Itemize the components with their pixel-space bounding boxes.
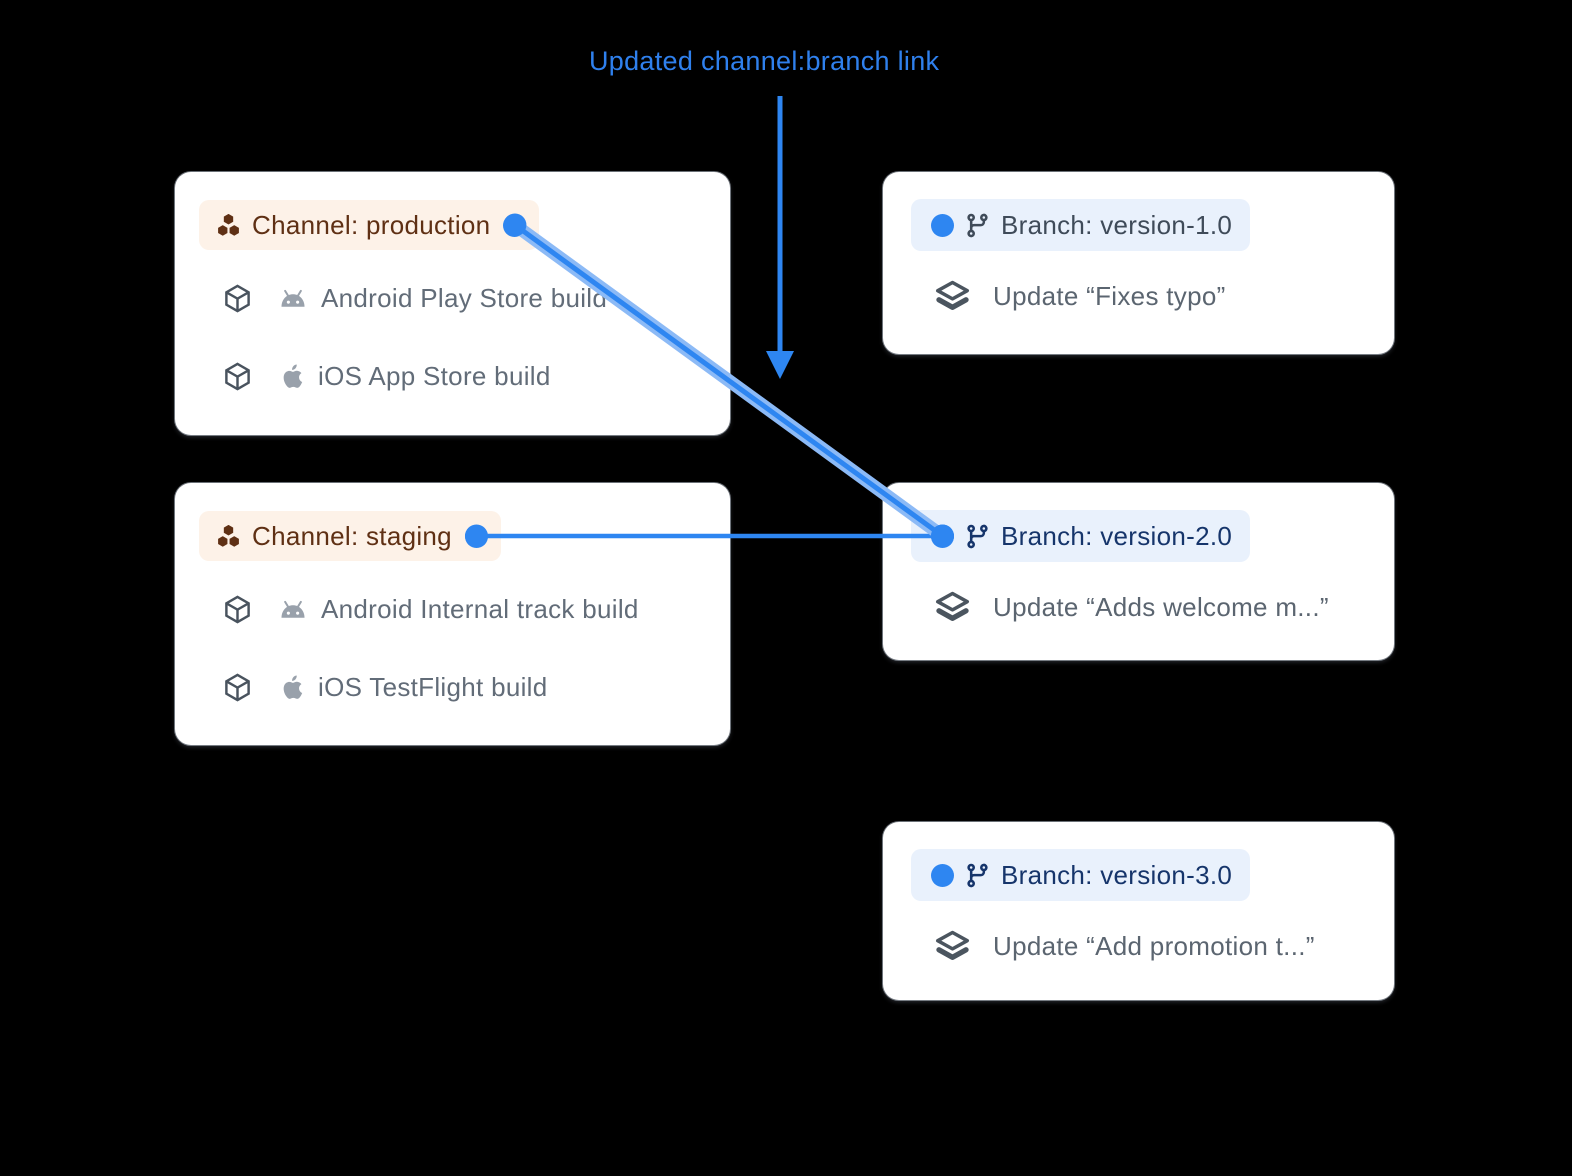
git-branch-icon bbox=[964, 212, 991, 239]
android-icon bbox=[278, 598, 308, 621]
connector-dot-version-2 bbox=[931, 524, 954, 548]
branch-pill-version-3: Branch: version-3.0 bbox=[911, 849, 1251, 901]
channel-label: Channel: staging bbox=[252, 520, 452, 551]
git-branch-icon bbox=[964, 523, 991, 550]
branch-pill-version-2: Branch: version-2.0 bbox=[911, 510, 1251, 562]
update-row: Update “Adds welcome m...” bbox=[933, 586, 1366, 628]
apple-icon bbox=[278, 672, 305, 702]
connector-dot-production bbox=[503, 213, 527, 237]
android-icon bbox=[278, 287, 308, 310]
build-label: Android Play Store build bbox=[321, 282, 608, 313]
branch-pill-version-1: Branch: version-1.0 bbox=[911, 199, 1251, 251]
annotation-arrow bbox=[766, 96, 794, 379]
channel-pill-production: Channel: production bbox=[199, 200, 540, 250]
branch-label: Branch: version-2.0 bbox=[1001, 520, 1233, 551]
channel-label: Channel: production bbox=[252, 209, 491, 240]
channel-stack-icon bbox=[215, 212, 242, 239]
branch-card-version-3: Branch: version-3.0 Update “Add promotio… bbox=[883, 822, 1394, 1000]
build-row: iOS TestFlight build bbox=[222, 667, 706, 707]
branch-label: Branch: version-3.0 bbox=[1001, 859, 1233, 890]
build-row: Android Play Store build bbox=[222, 278, 706, 318]
package-icon bbox=[222, 283, 253, 314]
channel-card-staging: Channel: staging Android bbox=[175, 483, 730, 745]
update-row: Update “Fixes typo” bbox=[933, 275, 1366, 317]
update-label: Update “Fixes typo” bbox=[993, 280, 1226, 311]
package-icon bbox=[222, 594, 253, 625]
branch-label: Branch: version-1.0 bbox=[1001, 209, 1233, 240]
channel-stack-icon bbox=[215, 523, 242, 550]
build-row: iOS App Store build bbox=[222, 356, 706, 396]
annotation-label: Updated channel:branch link bbox=[589, 46, 940, 76]
connector-dot-staging bbox=[464, 524, 488, 548]
update-label: Update “Adds welcome m...” bbox=[993, 591, 1329, 622]
build-label: Android Internal track build bbox=[321, 593, 639, 624]
build-label: iOS App Store build bbox=[318, 360, 551, 391]
package-icon bbox=[222, 361, 253, 392]
branch-card-version-1: Branch: version-1.0 Update “Fixes typo” bbox=[883, 172, 1394, 354]
layers-icon bbox=[933, 280, 972, 313]
layers-icon bbox=[933, 930, 972, 963]
update-label: Update “Add promotion t...” bbox=[993, 930, 1315, 961]
layers-icon bbox=[933, 591, 972, 624]
update-row: Update “Add promotion t...” bbox=[933, 925, 1366, 967]
apple-icon bbox=[278, 361, 305, 391]
channel-pill-staging: Channel: staging bbox=[199, 511, 501, 561]
channel-card-production: Channel: production Andro bbox=[175, 172, 730, 435]
build-row: Android Internal track build bbox=[222, 589, 706, 629]
connector-dot-version-3 bbox=[931, 863, 954, 887]
branch-card-version-2: Branch: version-2.0 Update “Adds welcome… bbox=[883, 483, 1394, 660]
build-label: iOS TestFlight build bbox=[318, 671, 548, 702]
package-icon bbox=[222, 672, 253, 703]
connector-dot-version-1 bbox=[931, 213, 954, 237]
git-branch-icon bbox=[964, 862, 991, 889]
